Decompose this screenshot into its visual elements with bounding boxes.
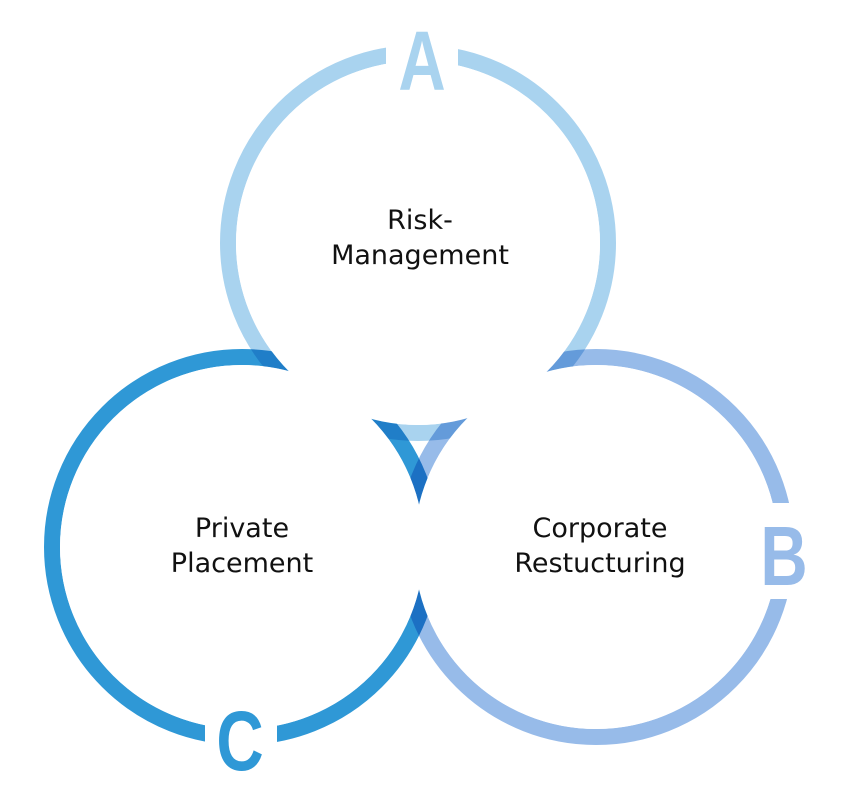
label-a-line2: Management xyxy=(331,240,509,271)
label-b-line1: Corporate xyxy=(533,513,668,544)
circle-a-interior xyxy=(236,61,600,425)
letter-c: C xyxy=(216,694,263,788)
label-c-line2: Placement xyxy=(171,548,313,579)
letter-a: A xyxy=(398,14,445,108)
label-c-line1: Private xyxy=(195,513,289,544)
letter-b: B xyxy=(760,509,807,603)
label-b-line2: Restucturing xyxy=(514,548,685,579)
circle-c-interior xyxy=(60,365,424,729)
label-a-line1: Risk- xyxy=(387,205,453,236)
circle-b-interior xyxy=(414,365,778,729)
